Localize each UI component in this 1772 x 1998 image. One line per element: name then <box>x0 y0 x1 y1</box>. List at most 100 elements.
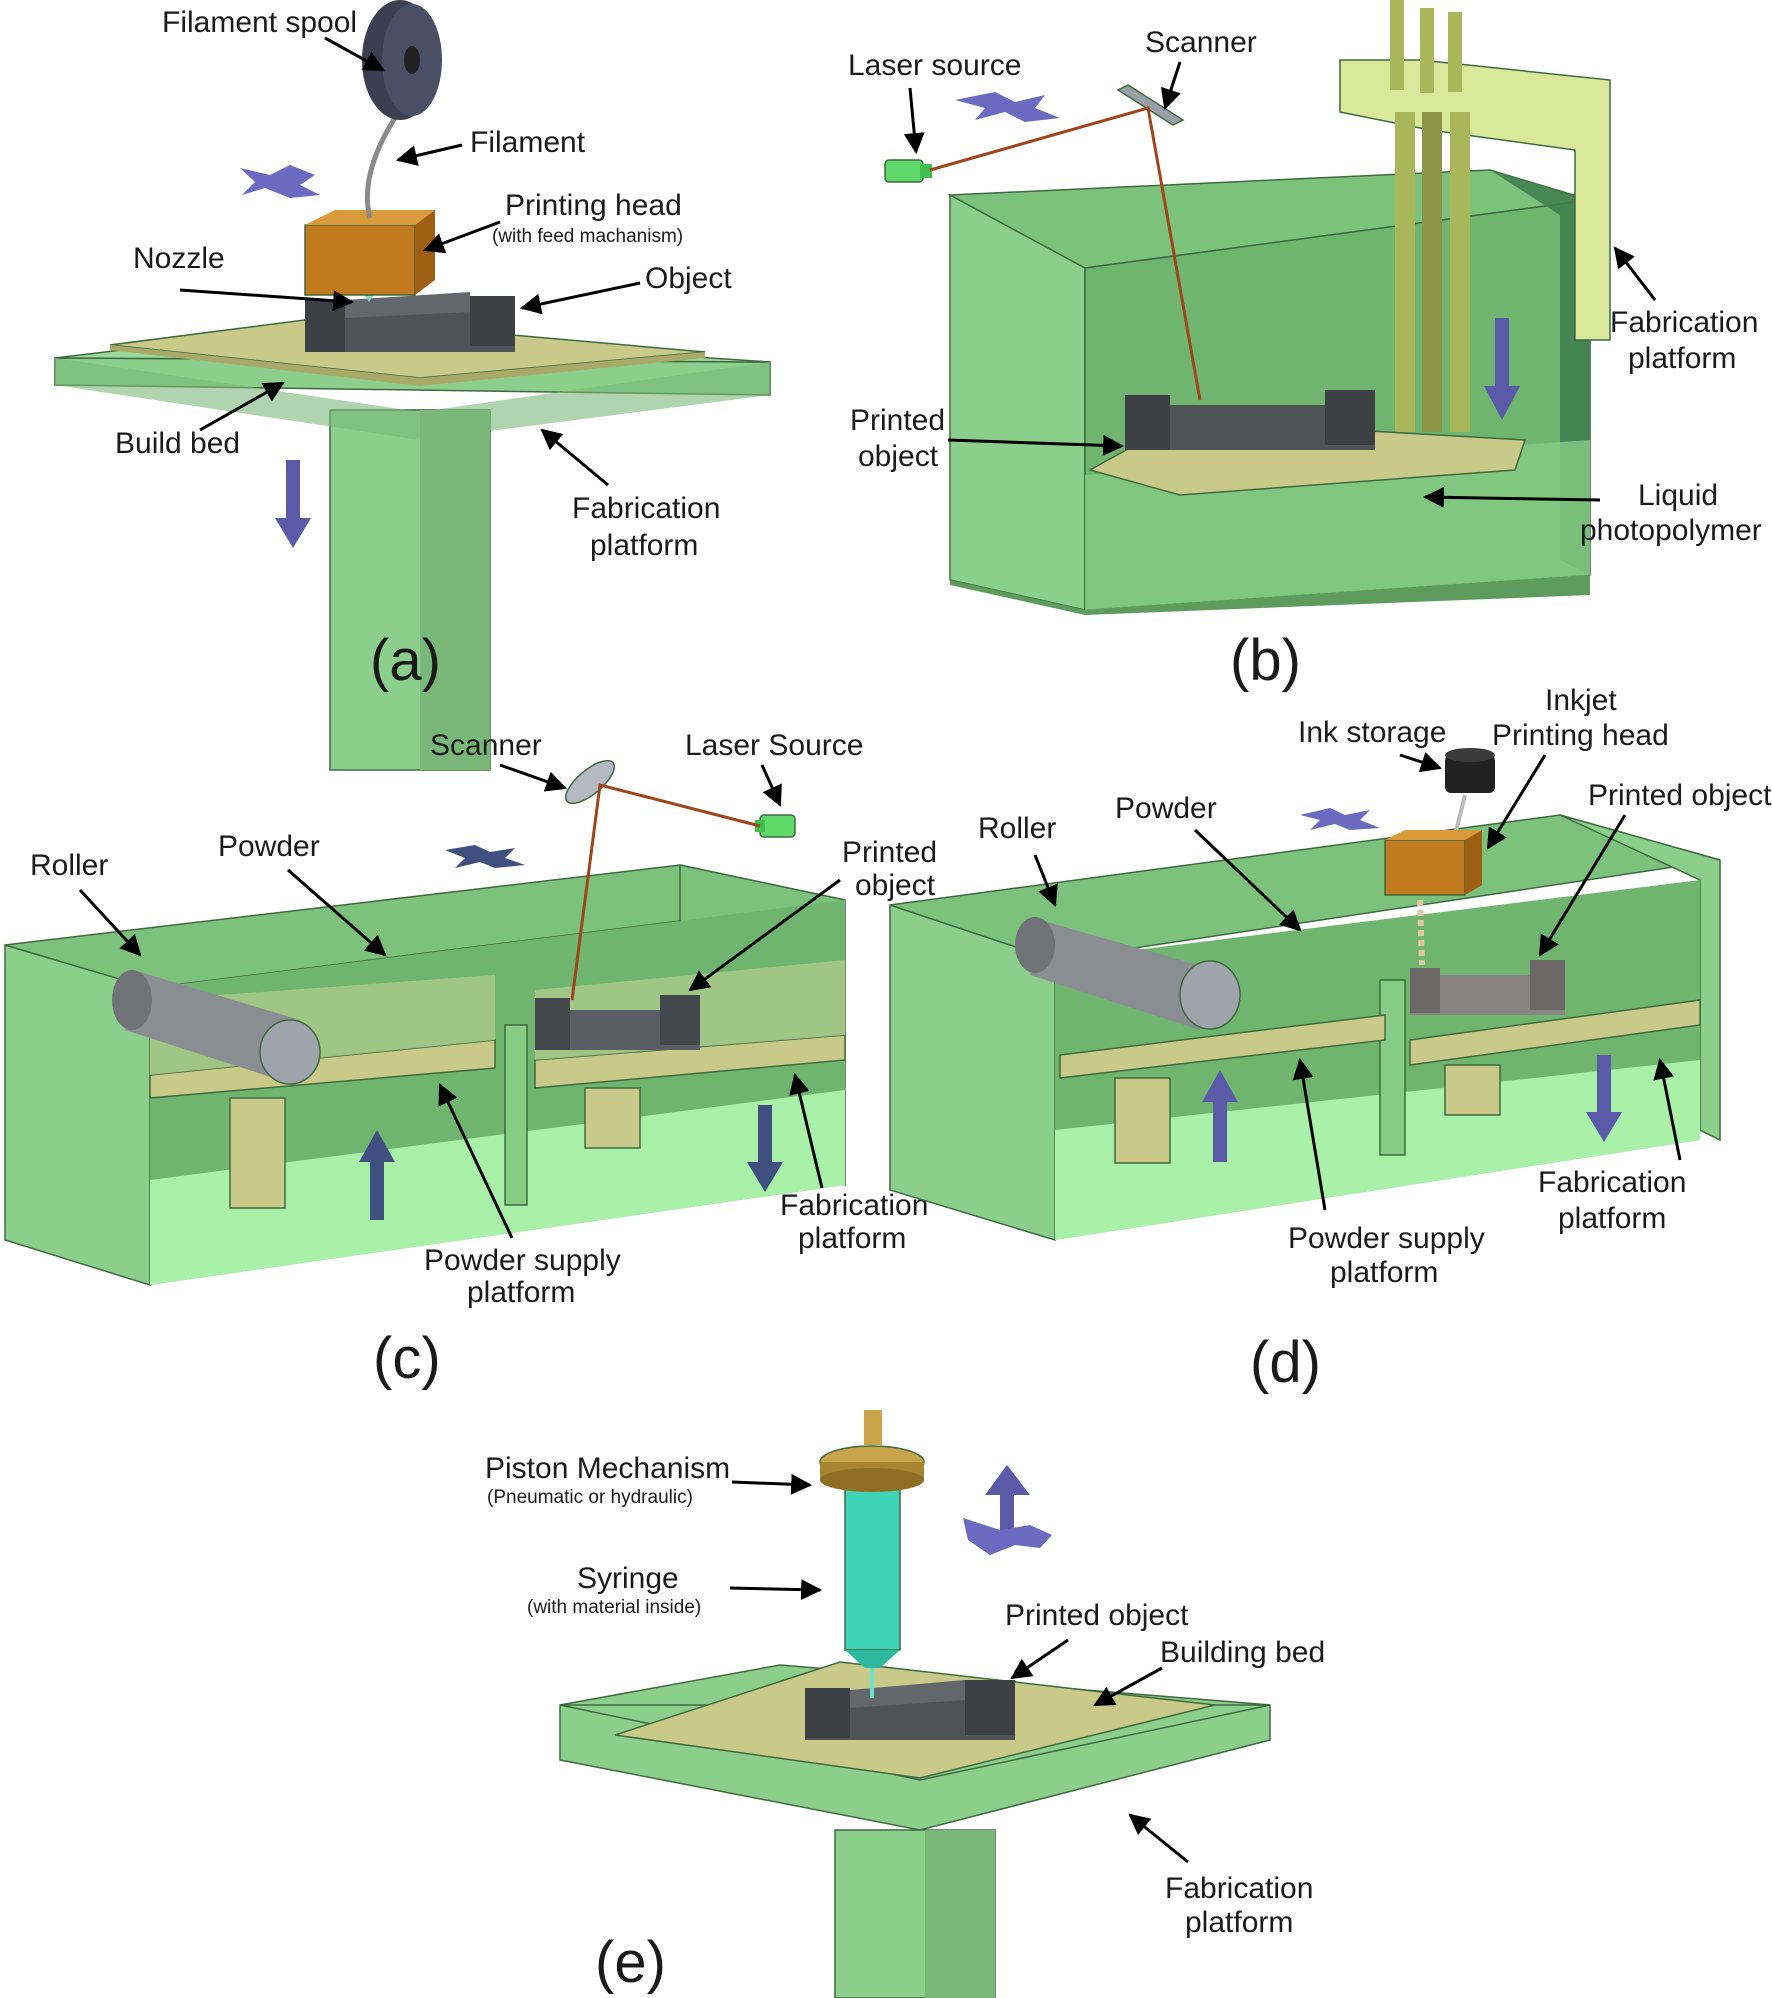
scanner-mirror-icon <box>1116 84 1185 126</box>
leader-build-bed <box>199 381 285 432</box>
label-powder-supply-c-1: Powder supply <box>424 1244 621 1277</box>
roller-icon <box>112 970 321 1085</box>
down-arrow-icon <box>747 1105 783 1192</box>
label-liquid-photopolymer-1: Liquid <box>1638 479 1718 512</box>
object-a <box>305 292 515 352</box>
label-fabrication-platform-b-2: platform <box>1628 342 1736 375</box>
label-build-bed: Build bed <box>115 427 240 460</box>
label-ink-storage: Ink storage <box>1298 716 1446 749</box>
label-inkjet-1: Inkjet <box>1545 684 1617 717</box>
label-printed-object-b-2: object <box>858 440 939 473</box>
up-arrow-icon <box>359 1130 395 1220</box>
filament-spool-icon <box>362 0 442 219</box>
printed-object-b <box>1125 390 1375 450</box>
label-printed-object-b-1: Printed <box>850 404 945 437</box>
leader-scanner <box>1160 61 1182 110</box>
powder-supply-platform-d <box>1059 1014 1386 1164</box>
label-roller-d: Roller <box>978 812 1056 845</box>
roller-icon <box>1015 917 1241 1030</box>
label-printed-object-c-2: object <box>855 869 936 902</box>
label-powder-d: Powder <box>1115 792 1217 825</box>
panel-d: Ink storage Inkjet Printing head Printed… <box>889 684 1772 1395</box>
label-liquid-photopolymer-2: photopolymer <box>1580 514 1762 547</box>
label-filament: Filament <box>470 126 586 159</box>
label-roller-c: Roller <box>30 849 108 882</box>
caption-e: (e) <box>595 1930 666 1995</box>
leader-powder-supply-d <box>1292 1057 1327 1211</box>
leader-ink-storage <box>1399 752 1442 773</box>
axis-indicator-icon <box>445 845 525 868</box>
label-laser-source-c: Laser Source <box>685 729 863 762</box>
leader-nozzle <box>179 288 355 312</box>
laser-beam-b <box>929 106 1202 401</box>
down-arrow-icon <box>1484 318 1520 420</box>
down-arrow-icon <box>1586 1055 1622 1142</box>
leader-building-bed <box>1093 1666 1163 1707</box>
label-syringe-note: (with material inside) <box>527 1597 701 1618</box>
label-scanner: Scanner <box>1145 26 1257 59</box>
label-printed-object-d: Printed object <box>1588 779 1772 812</box>
label-nozzle: Nozzle <box>133 242 225 275</box>
printed-object-d <box>1410 960 1565 1015</box>
leader-inkjet <box>1486 754 1547 850</box>
caption-a: (a) <box>370 628 441 693</box>
caption-c: (c) <box>373 1326 441 1391</box>
caption-b: (b) <box>1230 628 1301 693</box>
leader-printed-object-e <box>1010 1638 1069 1680</box>
fabrication-platform-d <box>1409 999 1701 1116</box>
label-fabrication-platform-d-2: platform <box>1558 1202 1666 1235</box>
leader-fabrication-platform-c <box>789 1072 824 1189</box>
leader-fabrication-platform-d <box>1653 1057 1682 1161</box>
leader-piston <box>731 1473 813 1495</box>
laser-source-icon <box>755 814 796 838</box>
axis-indicator-icon <box>955 92 1060 122</box>
leader-fabrication-platform-a <box>540 428 609 487</box>
leader-printed-object-c <box>688 878 841 992</box>
powder-bed-machine-c <box>4 864 846 1287</box>
label-laser-source: Laser source <box>848 49 1021 82</box>
up-arrow-icon <box>1202 1070 1238 1162</box>
down-arrow-icon <box>275 460 311 548</box>
leader-laser-source-c <box>760 764 782 807</box>
leader-fabrication-platform-e <box>1128 1813 1189 1864</box>
panel-a: Filament spool Filament Printing head (w… <box>54 0 771 771</box>
label-object: Object <box>645 262 732 295</box>
label-fabrication-platform-c-2: platform <box>798 1222 906 1255</box>
panel-e: Piston Mechanism (Pneumatic or hydraulic… <box>485 1410 1325 1998</box>
leader-liquid-photopolymer <box>1422 486 1601 508</box>
leader-roller-c <box>78 888 142 957</box>
printed-object-e <box>805 1680 1015 1740</box>
label-fabrication-platform-b-1: Fabrication <box>1610 306 1758 339</box>
piston-mechanism-icon <box>819 1410 925 1492</box>
label-powder-supply-d-1: Powder supply <box>1288 1222 1485 1255</box>
laser-source-icon <box>884 159 932 183</box>
label-piston-note: (Pneumatic or hydraulic) <box>487 1487 693 1508</box>
label-printing-head-note: (with feed machanism) <box>492 226 683 247</box>
label-filament-spool: Filament spool <box>162 6 357 39</box>
leader-object <box>519 281 641 315</box>
label-powder-supply-d-2: platform <box>1330 1256 1438 1289</box>
label-printed-object-c-1: Printed <box>842 836 937 869</box>
leader-filament <box>395 143 463 166</box>
printing-head-icon <box>304 210 435 296</box>
label-inkjet-2: Printing head <box>1492 719 1669 752</box>
axis-indicator-icon <box>963 1465 1052 1555</box>
label-printing-head: Printing head <box>505 189 682 222</box>
leader-laser-source <box>903 87 925 155</box>
axis-indicator-icon <box>1300 808 1380 830</box>
label-scanner-c: Scanner <box>430 729 542 762</box>
label-powder-c: Powder <box>218 830 320 863</box>
printing-head-icon <box>1384 830 1482 966</box>
label-fabrication-platform-e-2: platform <box>1185 1906 1293 1939</box>
leader-scanner-c <box>499 763 567 792</box>
panel-c: Scanner Laser Source Roller Powder Print… <box>4 729 937 1391</box>
label-fabrication-platform-e-1: Fabrication <box>1165 1872 1313 1905</box>
leader-printing-head <box>423 220 501 254</box>
label-fabrication-platform-a-2: platform <box>590 529 698 562</box>
leader-printed-object-b <box>947 434 1125 456</box>
label-fabrication-platform-a-1: Fabrication <box>572 492 720 525</box>
leader-powder-d <box>1193 828 1302 932</box>
leader-syringe <box>729 1579 823 1601</box>
